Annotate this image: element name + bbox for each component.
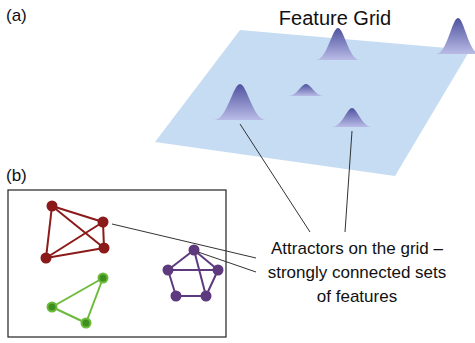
green-attractor-graph [48, 274, 108, 328]
purple-attractor-graph [164, 246, 223, 301]
attractor-peaks [214, 18, 475, 127]
feature-grid-plane [155, 30, 470, 176]
graph-frame [8, 190, 226, 337]
attractor-caption: Attractors on the grid – strongly connec… [262, 237, 452, 308]
red-attractor-graph [42, 202, 109, 263]
figure-title: Feature Grid [279, 4, 391, 32]
panel-letter: (b) [6, 164, 27, 188]
panel-letter: (a) [6, 4, 27, 28]
